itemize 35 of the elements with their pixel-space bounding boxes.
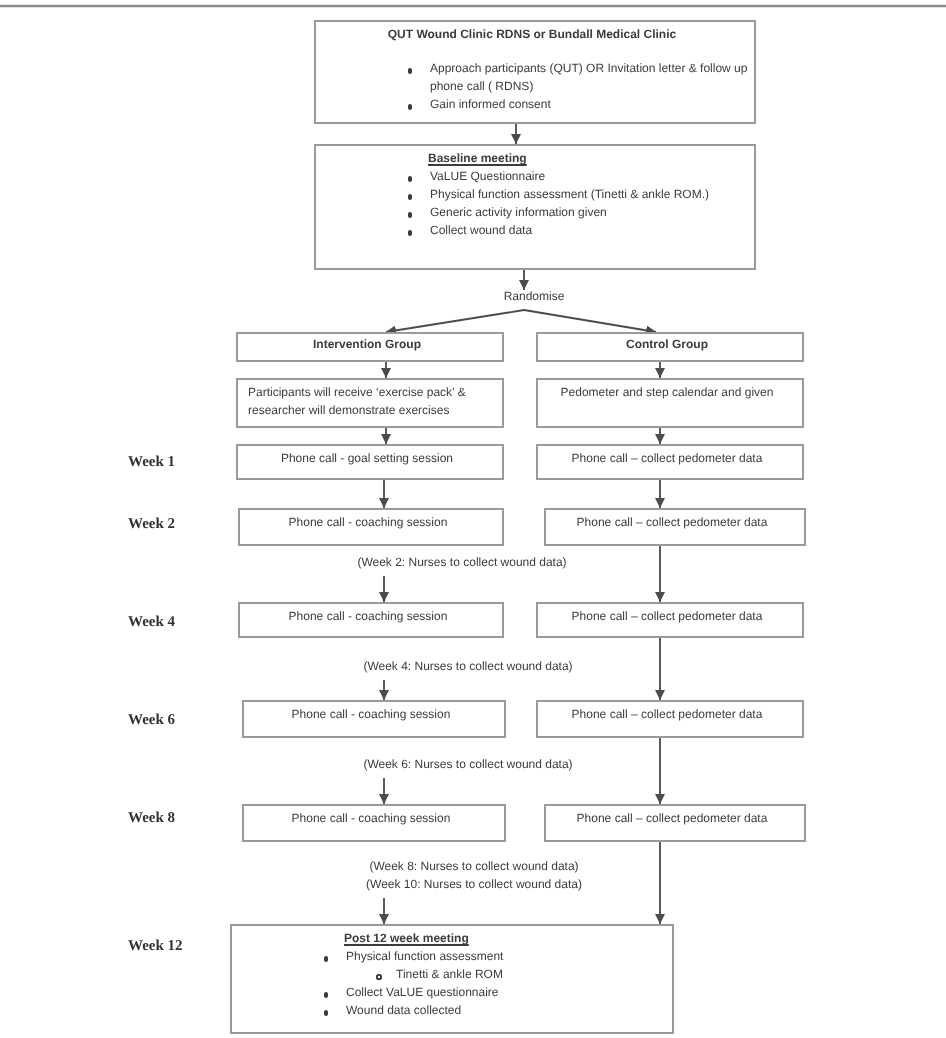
arrow xyxy=(379,679,389,701)
process-box xyxy=(314,144,756,270)
process-box xyxy=(236,444,504,480)
process-box xyxy=(544,804,806,842)
process-box xyxy=(236,332,504,362)
arrow xyxy=(379,575,389,603)
arrow xyxy=(385,309,525,336)
process-box xyxy=(536,378,804,428)
process-box xyxy=(242,804,506,842)
process-box xyxy=(238,508,504,546)
arrow xyxy=(655,479,665,509)
arrow xyxy=(379,479,389,509)
arrow xyxy=(511,123,521,145)
process-box xyxy=(544,508,806,546)
arrow xyxy=(379,897,389,925)
process-box xyxy=(236,378,504,428)
process-box xyxy=(314,20,756,124)
arrow xyxy=(655,545,665,603)
process-box xyxy=(536,332,804,362)
process-box xyxy=(230,924,674,1034)
arrow xyxy=(519,269,529,291)
arrow xyxy=(655,637,665,701)
arrow xyxy=(655,737,665,805)
arrow xyxy=(655,841,665,925)
process-box xyxy=(242,700,506,738)
arrow xyxy=(655,427,665,445)
process-box xyxy=(536,444,804,480)
arrow xyxy=(655,361,665,379)
arrow xyxy=(523,309,657,336)
arrow xyxy=(381,361,391,379)
arrow xyxy=(379,777,389,805)
process-box xyxy=(536,700,804,738)
arrow xyxy=(381,427,391,445)
process-box xyxy=(536,602,804,638)
process-box xyxy=(238,602,504,638)
